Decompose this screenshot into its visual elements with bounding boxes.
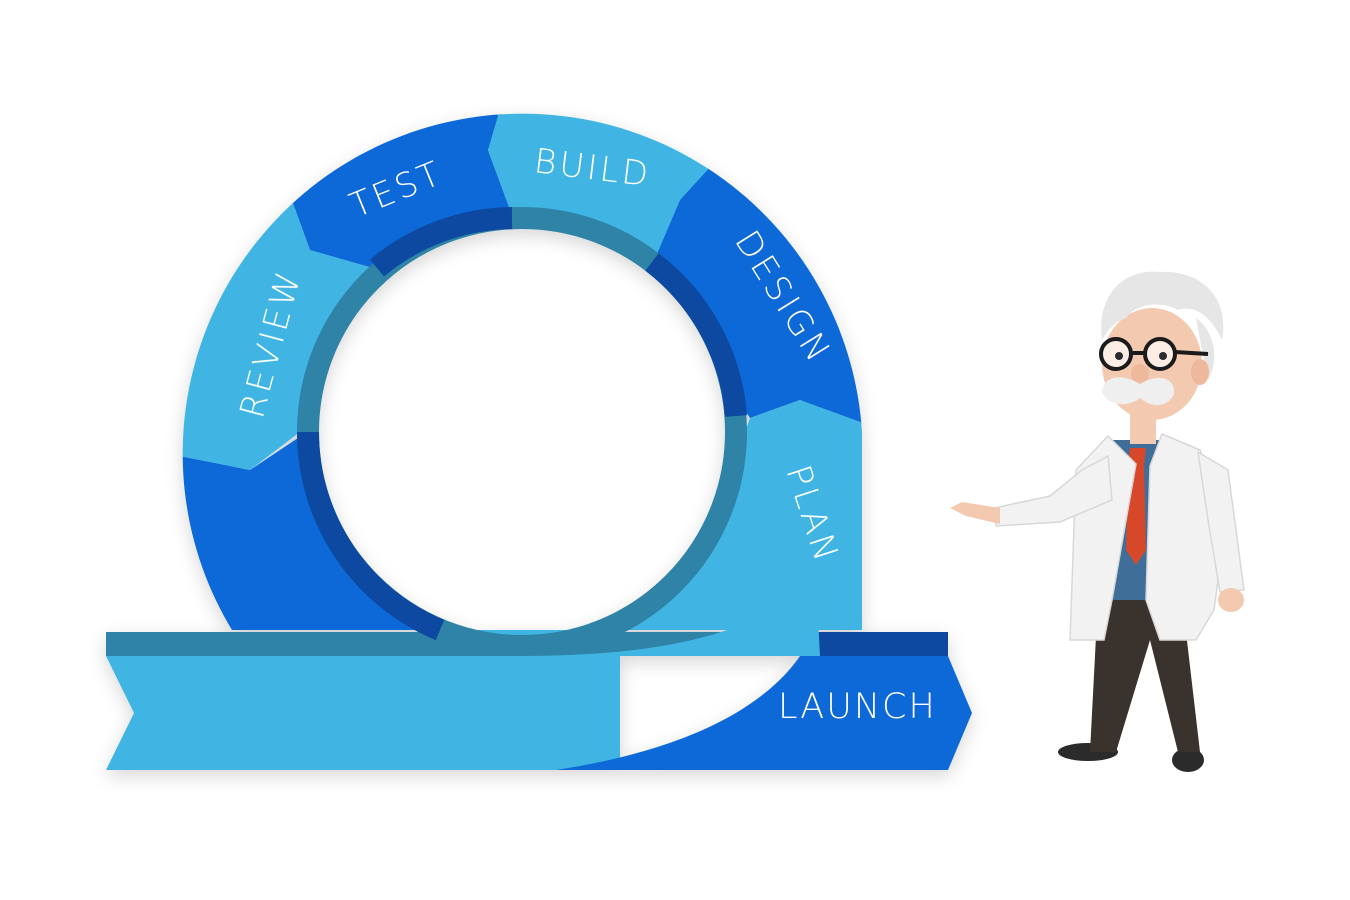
eye-right — [1159, 352, 1167, 360]
hair-side — [1196, 318, 1215, 380]
ribbon-front-swoop — [520, 560, 820, 656]
inner-ring-dark-left — [296, 431, 445, 641]
ear — [1191, 359, 1209, 385]
glasses-arm — [1174, 350, 1209, 356]
right-shoe — [1172, 748, 1204, 772]
label-launch: LAUNCH — [778, 687, 937, 727]
left-arm — [993, 454, 1113, 527]
moustache — [1102, 377, 1175, 406]
inner-ring-dark-right — [645, 253, 747, 417]
eye-left — [1115, 352, 1123, 360]
ribbon-front-light — [106, 656, 620, 770]
left-hand — [950, 502, 1000, 524]
nose — [1131, 364, 1149, 384]
right-hand — [1218, 588, 1244, 612]
ribbon-front-dark — [556, 656, 972, 770]
hair — [1101, 271, 1224, 340]
scientist-icon — [950, 271, 1245, 772]
inner-ring-dark-top — [369, 207, 513, 277]
